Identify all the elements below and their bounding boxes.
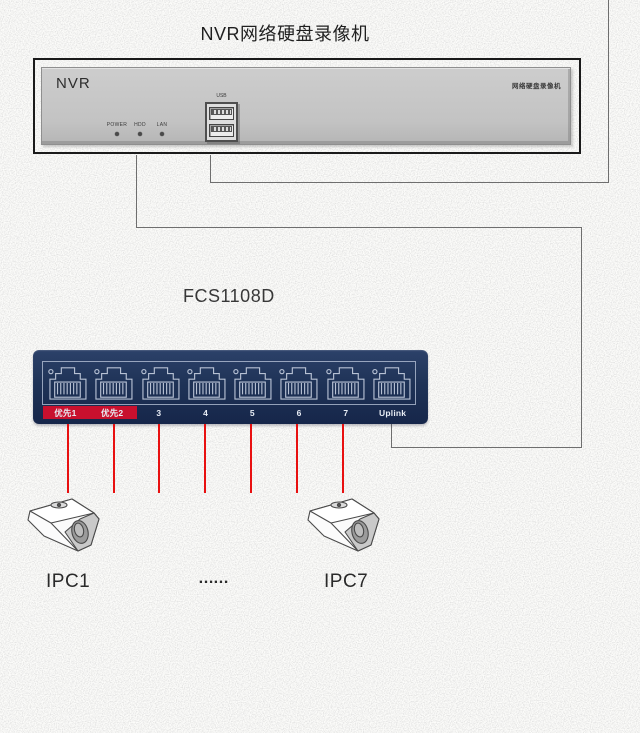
port-label-7: 7: [343, 407, 349, 418]
rj45-port-icon: [47, 365, 87, 401]
cable-nvr-down-left: [136, 155, 137, 227]
usb-pins-icon: [211, 109, 232, 116]
led-lan-dot-icon: [160, 132, 164, 136]
camera-label-ipc1: IPC1: [46, 571, 91, 592]
cable-vertical-top-right: [608, 0, 609, 183]
rj45-port-icon: [371, 365, 411, 401]
rj45-port-icon: [93, 365, 133, 401]
diagram-title: NVR网络硬盘录像机: [200, 24, 370, 44]
port-label-row: 优先1 优先2 3 4 5 6 7 Uplink: [42, 406, 416, 419]
rj45-port-icon: [325, 365, 365, 401]
camera-cable-4: [204, 424, 206, 493]
port-label-6: 6: [296, 407, 302, 418]
port-label-3: 3: [156, 407, 162, 418]
cable-nvr-down-right: [210, 155, 211, 183]
bullet-camera-icon-7: [300, 493, 392, 557]
rj45-port-icon: [278, 365, 318, 401]
cable-horizontal-upper: [210, 182, 609, 183]
camera-label-ipc7: IPC7: [324, 571, 369, 592]
nvr-name-label: NVR: [56, 75, 91, 92]
switch-model-label: FCS1108D: [183, 286, 275, 306]
led-lan-label: LAN: [156, 122, 168, 128]
nvr-model-label: 网络硬盘录像机: [512, 83, 561, 90]
camera-cable-5: [250, 424, 252, 493]
cameras-ellipsis-label: ……: [198, 570, 229, 587]
usb-pins-icon: [211, 125, 232, 132]
port-label-5: 5: [249, 407, 255, 418]
rj45-port-icon: [232, 365, 272, 401]
port-label-uplink: Uplink: [379, 407, 407, 418]
led-power-dot-icon: [115, 132, 119, 136]
port-strip: [42, 361, 416, 405]
port-label-2: 优先2: [100, 407, 124, 418]
cable-horizontal-mid: [136, 227, 582, 228]
cable-vertical-right: [581, 227, 582, 448]
nvr-outer-box: NVR 网络硬盘录像机 POWER HDD LAN USB: [33, 58, 581, 154]
usb-port-icon: [209, 123, 234, 137]
cable-horizontal-bottom: [391, 447, 582, 448]
bullet-camera-icon-1: [20, 493, 112, 557]
usb-ports-block: [205, 102, 238, 142]
usb-port-icon: [209, 107, 234, 121]
camera-cable-2: [113, 424, 115, 493]
led-lan: LAN: [142, 122, 182, 136]
switch-body: 优先1 优先2 3 4 5 6 7 Uplink: [33, 350, 428, 424]
nvr-front-panel: NVR 网络硬盘录像机 POWER HDD LAN USB: [41, 67, 571, 145]
camera-cable-7: [342, 424, 344, 493]
usb-label: USB: [216, 93, 227, 99]
camera-cable-6: [296, 424, 298, 493]
rj45-port-icon: [186, 365, 226, 401]
port-label-4: 4: [203, 407, 209, 418]
cable-uplink-drop: [391, 424, 392, 448]
camera-cable-3: [158, 424, 160, 493]
port-label-1: 优先1: [54, 407, 77, 418]
rj45-port-icon: [140, 365, 180, 401]
camera-cable-1: [67, 424, 69, 493]
